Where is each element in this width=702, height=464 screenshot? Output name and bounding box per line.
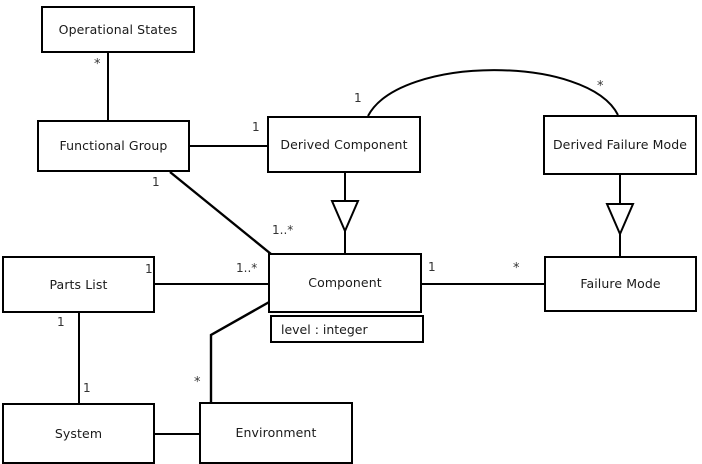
class-name-system: System [54,425,103,441]
class-name-derived-failure-mode: Derived Failure Mode [552,137,688,153]
class-attributes-component[interactable]: level : integer [270,315,424,343]
multiplicity-parts-list-system-near: 1 [57,315,65,329]
attribute-level: level : integer [281,321,368,337]
multiplicity-component-failure-mode-near: 1 [428,260,436,274]
class-box-failure-mode[interactable]: Failure Mode [544,256,697,312]
multiplicity-parts-list-component-near: 1 [145,262,153,276]
multiplicity-derived-component-arc-near: 1 [354,91,362,105]
multiplicity-functional-group-component-far: 1..* [272,223,294,237]
generalization-triangle-icon-failure-mode [605,203,635,237]
class-name-functional-group: Functional Group [59,138,168,154]
class-box-environment[interactable]: Environment [199,402,353,464]
class-name-environment: Environment [235,425,317,441]
multiplicity-functional-group-component-near: 1 [152,175,160,189]
multiplicity-environment-component: * [194,375,201,390]
class-box-operational-states[interactable]: Operational States [41,6,195,53]
class-box-system[interactable]: System [2,403,155,464]
multiplicity-component-failure-mode-far: * [513,261,520,276]
edge-derived-component-derived-failure-mode-arc [367,69,619,117]
class-box-functional-group[interactable]: Functional Group [37,120,190,172]
multiplicity-derived-failure-mode-arc-far: * [597,79,604,94]
multiplicity-parts-list-component-far: 1..* [236,261,258,275]
class-box-parts-list[interactable]: Parts List [2,256,155,313]
class-name-operational-states: Operational States [58,21,178,37]
class-box-component[interactable]: Component [268,253,422,313]
multiplicity-operational-states: * [94,57,101,72]
generalization-triangle-icon-component [330,200,360,234]
class-name-derived-component: Derived Component [280,136,408,152]
edge-functional-group-component [169,171,272,255]
multiplicity-parts-list-system-far: 1 [83,381,91,395]
class-box-derived-component[interactable]: Derived Component [267,116,421,173]
class-box-derived-failure-mode[interactable]: Derived Failure Mode [543,115,697,175]
multiplicity-functional-group-derived-component: 1 [252,120,260,134]
edge-environment-component [209,299,272,402]
class-name-parts-list: Parts List [49,276,108,292]
class-name-component: Component [308,275,382,291]
class-name-failure-mode: Failure Mode [580,276,661,292]
